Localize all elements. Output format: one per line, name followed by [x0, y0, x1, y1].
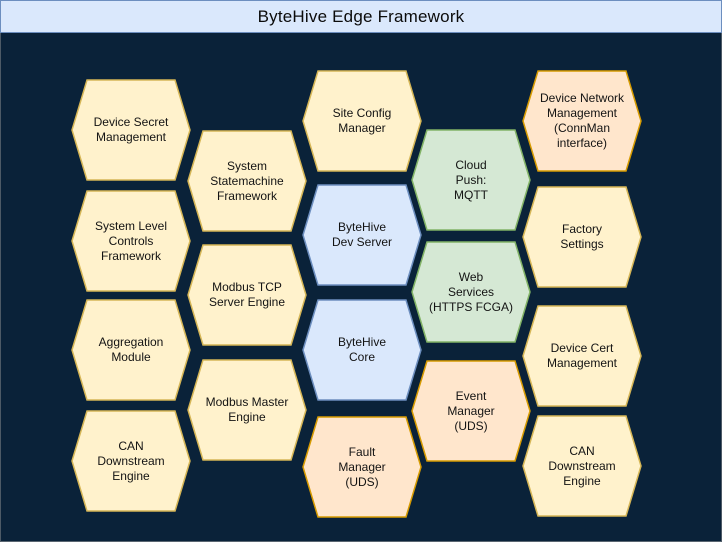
hexagon-shape	[522, 186, 642, 288]
hexagon-shape	[522, 415, 642, 517]
hexagon-shape	[411, 241, 531, 343]
hex-label: Web Services (HTTPS FCGA)	[429, 269, 513, 314]
hexagon-shape	[71, 190, 191, 292]
hex-device-network-management-connman[interactable]: Device Network Management (ConnMan inter…	[522, 70, 642, 172]
hex-web-services-https-fcga[interactable]: Web Services (HTTPS FCGA)	[411, 241, 531, 343]
hex-cloud-push-mqtt[interactable]: Cloud Push: MQTT	[411, 129, 531, 231]
hex-label: Cloud Push: MQTT	[454, 157, 488, 202]
hexagon-shape	[187, 244, 307, 346]
hexagon-shape	[302, 70, 422, 172]
hex-label: System Statemachine Framework	[210, 158, 284, 203]
hex-label: Modbus TCP Server Engine	[208, 280, 286, 309]
hexagon-shape	[411, 360, 531, 462]
hex-can-downstream-engine-left[interactable]: CAN Downstream Engine	[71, 410, 191, 512]
hex-label: Aggregation Module	[98, 335, 164, 364]
hex-bytehive-core[interactable]: ByteHive Core	[302, 299, 422, 401]
hex-fault-manager-uds[interactable]: Fault Manager (UDS)	[302, 416, 422, 518]
diagram-title: ByteHive Edge Framework	[257, 6, 465, 26]
hexagon-shape	[71, 410, 191, 512]
hex-label: Event Manager (UDS)	[447, 388, 495, 433]
hexagon-shape	[187, 359, 307, 461]
hexagon-shape	[302, 184, 422, 286]
hex-label: Factory Settings	[560, 222, 604, 251]
hex-label: Device Network Management (ConnMan inter…	[539, 91, 625, 150]
hexagon-shape	[187, 130, 307, 232]
hex-bytehive-dev-server[interactable]: ByteHive Dev Server	[302, 184, 422, 286]
hex-device-cert-management[interactable]: Device Cert Management	[522, 305, 642, 407]
title-bar: ByteHive Edge Framework	[0, 0, 722, 33]
hex-label: ByteHive Core	[337, 335, 387, 364]
hex-system-level-controls-framework[interactable]: System Level Controls Framework	[71, 190, 191, 292]
hex-modbus-tcp-server-engine[interactable]: Modbus TCP Server Engine	[187, 244, 307, 346]
hexagon-shape	[522, 70, 642, 172]
hex-label: Fault Manager (UDS)	[338, 444, 386, 489]
hexagon-shape	[71, 79, 191, 181]
hex-label: Site Config Manager	[332, 106, 392, 135]
hex-device-secret-management[interactable]: Device Secret Management	[71, 79, 191, 181]
hexagon-shape	[522, 305, 642, 407]
hex-factory-settings[interactable]: Factory Settings	[522, 186, 642, 288]
hex-label: CAN Downstream Engine	[548, 443, 616, 488]
hex-modbus-master-engine[interactable]: Modbus Master Engine	[187, 359, 307, 461]
hex-label: CAN Downstream Engine	[97, 438, 165, 483]
hex-site-config-manager[interactable]: Site Config Manager	[302, 70, 422, 172]
hexagon-shape	[71, 299, 191, 401]
hex-label: System Level Controls Framework	[94, 218, 168, 263]
hex-label: Modbus Master Engine	[205, 395, 289, 424]
hex-label: Device Cert Management	[546, 341, 618, 370]
hex-label: ByteHive Dev Server	[331, 220, 393, 249]
hex-aggregation-module[interactable]: Aggregation Module	[71, 299, 191, 401]
hexagon-shape	[411, 129, 531, 231]
hexagon-shape	[302, 416, 422, 518]
hex-can-downstream-engine-right[interactable]: CAN Downstream Engine	[522, 415, 642, 517]
hex-system-statemachine-framework[interactable]: System Statemachine Framework	[187, 130, 307, 232]
hexagon-shape	[302, 299, 422, 401]
hex-label: Device Secret Management	[93, 115, 169, 144]
hex-event-manager-uds[interactable]: Event Manager (UDS)	[411, 360, 531, 462]
